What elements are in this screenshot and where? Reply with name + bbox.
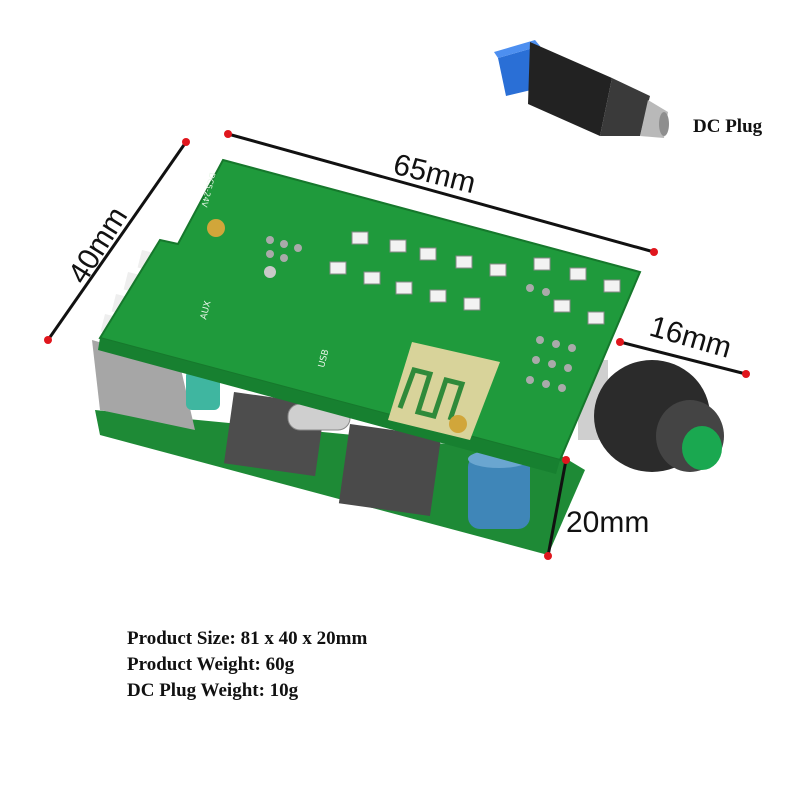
volume-knob: [578, 360, 724, 472]
dc-plug-label: DC Plug: [693, 116, 763, 137]
dimension-lines: [46, 132, 747, 557]
usb-silkscreen: USB: [317, 348, 331, 368]
aux-silkscreen: AUX: [199, 300, 213, 321]
product-specs: Product Size: 81 x 40 x 20mm Product Wei…: [127, 626, 367, 704]
dimension-markers: [44, 130, 750, 560]
inductor-right: [338, 424, 442, 517]
spec-weight: Product Weight: 60g: [127, 654, 295, 675]
height-dimension-label: 20mm: [566, 506, 650, 539]
dc-plug-image: [494, 40, 669, 138]
spec-plug-weight: DC Plug Weight: 10g: [127, 680, 299, 701]
spec-size: Product Size: 81 x 40 x 20mm: [127, 628, 368, 649]
screw-bottom-right: [449, 415, 467, 433]
led-array: [329, 231, 621, 325]
screw-top-left: [207, 219, 225, 237]
capacitor: [468, 455, 530, 529]
pin-headers: [266, 236, 576, 392]
